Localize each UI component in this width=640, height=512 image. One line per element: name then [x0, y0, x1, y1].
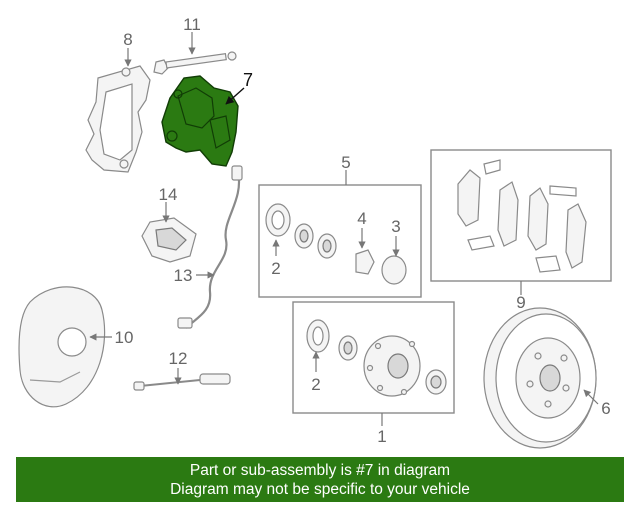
callout-9[interactable]: 9 — [516, 293, 525, 312]
bearing-parts-upper[interactable] — [294, 223, 337, 259]
banner-line-2: Diagram may not be specific to your vehi… — [170, 481, 470, 498]
callout-7[interactable]: 7 — [243, 70, 253, 90]
dust-shield-part-10[interactable] — [18, 286, 106, 408]
callout-5[interactable]: 5 — [341, 153, 350, 172]
bearing-outer[interactable] — [425, 369, 447, 395]
nut-part-4[interactable] — [355, 249, 375, 275]
info-banner: Part or sub-assembly is #7 in diagram Di… — [16, 457, 624, 502]
wear-sensor-part-13[interactable] — [177, 165, 243, 329]
brake-rotor-part-6[interactable] — [483, 307, 597, 449]
hub-box-1 — [292, 301, 455, 414]
callout-13[interactable]: 13 — [174, 266, 193, 285]
callout-10[interactable]: 10 — [115, 328, 134, 347]
brake-pads[interactable] — [457, 159, 587, 273]
callout-6[interactable]: 6 — [601, 399, 610, 418]
callout-3[interactable]: 3 — [391, 217, 400, 236]
sensor-part-12[interactable] — [133, 373, 231, 391]
callout-4[interactable]: 4 — [357, 209, 366, 228]
bearing-lower[interactable] — [338, 335, 358, 361]
callout-12[interactable]: 12 — [169, 349, 188, 368]
kit-box-5 — [258, 184, 422, 298]
caliper-assembly-part-7[interactable] — [161, 75, 239, 167]
pads-box-9 — [430, 149, 612, 282]
bolt-part-11[interactable] — [153, 51, 237, 75]
callout-1[interactable]: 1 — [377, 427, 386, 446]
caliper-bracket-part-8[interactable] — [85, 65, 151, 173]
callout-11[interactable]: 11 — [183, 15, 201, 34]
callout-2-lower[interactable]: 2 — [311, 375, 320, 394]
cap-part-3[interactable] — [381, 255, 407, 285]
sensor-bracket-part-14[interactable] — [141, 217, 197, 263]
callout-14[interactable]: 14 — [159, 185, 178, 204]
banner-line-1: Part or sub-assembly is #7 in diagram — [189, 462, 451, 479]
callout-2-upper[interactable]: 2 — [271, 259, 280, 278]
wheel-hub[interactable] — [363, 335, 421, 397]
seal-part-2-upper[interactable] — [265, 203, 291, 237]
seal-part-2-lower[interactable] — [306, 319, 330, 353]
callout-8[interactable]: 8 — [123, 30, 132, 49]
